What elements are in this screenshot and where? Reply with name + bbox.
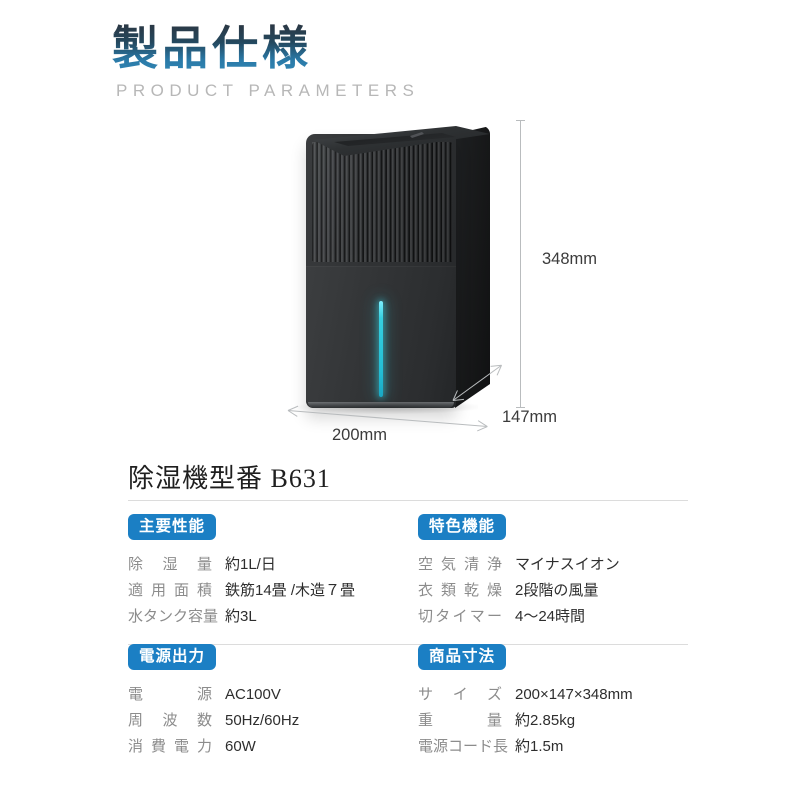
height-dimension-label: 348mm [542, 250, 598, 268]
base-trim [308, 402, 454, 408]
spec-section-main-performance: 主要性能 除湿量 約1L/日 適用面積 鉄筋14畳 /木造７畳 水タンク容量 約… [128, 514, 418, 644]
louver-vent-grille [312, 142, 452, 262]
spec-section-special-features: 特色機能 空気清浄 マイナスイオン 衣類乾燥 2段階の風量 切タイマー 4〜24… [418, 514, 688, 644]
spec-value: AC100V [225, 686, 281, 704]
spec-label: 除湿量 [128, 556, 212, 574]
product-shadow [298, 400, 478, 414]
spec-value: 約1.5m [515, 738, 564, 756]
spec-row: 適用面積 鉄筋14畳 /木造７畳 [128, 579, 418, 600]
spec-value: 約3L [225, 608, 257, 626]
depth-dimension-label: 147mm [502, 408, 558, 426]
height-dimension-line [516, 120, 525, 408]
spec-value: 60W [225, 738, 256, 756]
section-badge: 電源出力 [128, 644, 217, 671]
section-badge: 特色機能 [418, 514, 507, 541]
spec-label: 周波数 [128, 712, 212, 730]
spec-value: 4〜24時間 [515, 608, 586, 626]
arrow-left-icon [287, 410, 298, 417]
spec-label: 適用面積 [128, 582, 212, 600]
spec-label: 電源コード長 [418, 738, 509, 756]
model-number-label: 除湿機型番 B631 [128, 464, 331, 493]
divider-top [128, 500, 688, 501]
spec-row: 除湿量 約1L/日 [128, 553, 418, 574]
spec-value: 鉄筋14畳 /木造７畳 [225, 582, 356, 600]
spec-row: 周波数 50Hz/60Hz [128, 709, 418, 730]
unit-side-panel [455, 126, 490, 408]
spec-row-list: 空気清浄 マイナスイオン 衣類乾燥 2段階の風量 切タイマー 4〜24時間 [418, 553, 688, 626]
section-badge: 主要性能 [128, 514, 217, 541]
spec-label: 電源 [128, 686, 212, 704]
spec-row: サイズ 200×147×348mm [418, 683, 688, 704]
spec-value: 50Hz/60Hz [225, 712, 300, 730]
spec-section-power-output: 電源出力 電源 AC100V 周波数 50Hz/60Hz 消費電力 60W [128, 644, 418, 774]
power-button-icon [410, 132, 424, 138]
spec-row: 消費電力 60W [128, 735, 418, 756]
spec-label: 空気清浄 [418, 556, 502, 574]
page-header: 製品仕様 PRODUCT PARAMETERS [112, 22, 419, 101]
specification-grid: 主要性能 除湿量 約1L/日 適用面積 鉄筋14畳 /木造７畳 水タンク容量 約… [128, 514, 688, 774]
divider-middle [128, 644, 688, 645]
spec-row: 電源 AC100V [128, 683, 418, 704]
spec-row-list: 電源 AC100V 周波数 50Hz/60Hz 消費電力 60W [128, 683, 418, 756]
spec-label: 水タンク容量 [128, 608, 219, 626]
arrow-right-icon [477, 426, 488, 432]
spec-value: 約2.85kg [515, 712, 576, 730]
spec-row: 水タンク容量 約3L [128, 605, 418, 626]
dehumidifier-unit [306, 126, 490, 408]
page-subtitle: PRODUCT PARAMETERS [116, 80, 420, 100]
spec-row-list: サイズ 200×147×348mm 重量 約2.85kg 電源コード長 約1.5… [418, 683, 688, 756]
width-dimension-label: 200mm [332, 426, 388, 444]
spec-section-product-dimensions: 商品寸法 サイズ 200×147×348mm 重量 約2.85kg 電源コード長… [418, 644, 688, 774]
arrow-left-icon [287, 405, 299, 411]
water-tank-drawer [306, 266, 456, 402]
section-badge: 商品寸法 [418, 644, 507, 671]
led-indicator-strip [379, 301, 383, 397]
spec-label: 切タイマー [418, 608, 502, 626]
product-illustration: 348mm 200mm 147mm [270, 108, 670, 453]
model-row: 除湿機型番 B631 [128, 458, 688, 495]
page-title: 製品仕様 [112, 22, 419, 75]
spec-label: サイズ [418, 686, 502, 704]
spec-value: 2段階の風量 [515, 582, 599, 600]
spec-value: 約1L/日 [225, 556, 276, 574]
spec-row: 重量 約2.85kg [418, 709, 688, 730]
arrow-right-icon [496, 365, 502, 376]
spec-label: 消費電力 [128, 738, 212, 756]
spec-label: 衣類乾燥 [418, 582, 502, 600]
spec-row: 衣類乾燥 2段階の風量 [418, 579, 688, 600]
spec-label: 重量 [418, 712, 502, 730]
spec-value: マイナスイオン [515, 556, 620, 574]
spec-row-list: 除湿量 約1L/日 適用面積 鉄筋14畳 /木造７畳 水タンク容量 約3L [128, 553, 418, 626]
spec-row: 切タイマー 4〜24時間 [418, 605, 688, 626]
spec-row: 電源コード長 約1.5m [418, 735, 688, 756]
spec-value: 200×147×348mm [515, 686, 633, 704]
unit-front-panel [306, 134, 456, 408]
spec-row: 空気清浄 マイナスイオン [418, 553, 688, 574]
